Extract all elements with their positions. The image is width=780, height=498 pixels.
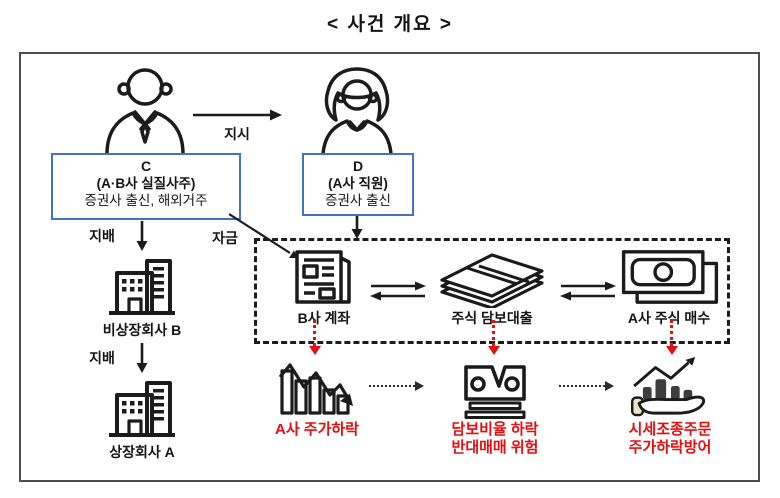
cash-stack-icon [440, 253, 544, 308]
manipulation-line2: 주가하락방어 [628, 438, 712, 456]
account-label: B사 계좌 [297, 310, 351, 326]
instruct-arrow [193, 109, 282, 121]
manipulation-line1: 시세조종주문 [628, 421, 712, 438]
actor-d-box: D (A사 직원) 증권사 출신 [302, 153, 414, 216]
banknote-icon [621, 250, 719, 304]
margin-risk-label: 담보비율 하락 반대매매 위험 [427, 421, 563, 456]
margin-risk-line1: 담보비율 하락 [451, 421, 539, 438]
dotted-arrow [369, 381, 424, 391]
loan-label: 주식 담보대출 [451, 310, 533, 326]
actor-d-role: (A사 직원) [328, 176, 388, 191]
building-icon [109, 381, 175, 437]
control-label-a: 지배 [89, 350, 115, 366]
margin-risk-line2: 반대매매 위험 [451, 438, 539, 456]
hand-chart-icon [631, 356, 706, 417]
funds-label: 자금 [212, 230, 238, 246]
diagram-frame: 지시 C (A·B사 실질사주) 증권사 출신, 해외거주 D (A사 직원) … [19, 52, 760, 482]
actor-c-name: C [140, 158, 152, 174]
red-dotted-arrow [309, 320, 321, 355]
price-drop-label: A사 주가하락 [274, 421, 359, 438]
down-arrow-icon [136, 343, 148, 373]
red-dotted-arrow [488, 320, 500, 355]
instruct-label: 지시 [224, 126, 250, 142]
funds-arrow [228, 213, 298, 258]
page-title: < 사건 개요 > [327, 14, 453, 35]
falling-chart-icon [279, 363, 353, 415]
down-arrow-icon [136, 221, 148, 251]
control-label-b: 지배 [89, 228, 115, 244]
building-icon [109, 259, 175, 315]
company-a-label: 상장회사 A [109, 444, 175, 460]
man-icon [105, 68, 185, 156]
torn-banknote-icon [464, 365, 526, 419]
woman-icon [321, 67, 393, 156]
exchange-arrow [560, 281, 616, 301]
exchange-arrow [370, 281, 426, 301]
actor-c-role: (A·B사 실질사주) [96, 176, 196, 191]
actor-d-note: 증권사 출신 [325, 193, 391, 208]
actor-c-box: C (A·B사 실질사주) 증권사 출신, 해외거주 [51, 153, 241, 220]
buy-label: A사 주식 매수 [627, 310, 711, 326]
company-b-label: 비상장회사 B [102, 322, 182, 338]
actor-d-name: D [352, 158, 364, 174]
actor-c-note: 증권사 출신, 해외거주 [84, 193, 208, 208]
dotted-arrow [559, 381, 614, 391]
newspaper-account-icon [295, 250, 351, 304]
red-dotted-arrow [666, 320, 678, 355]
manipulation-label: 시세조종주문 주가하락방어 [604, 421, 736, 456]
